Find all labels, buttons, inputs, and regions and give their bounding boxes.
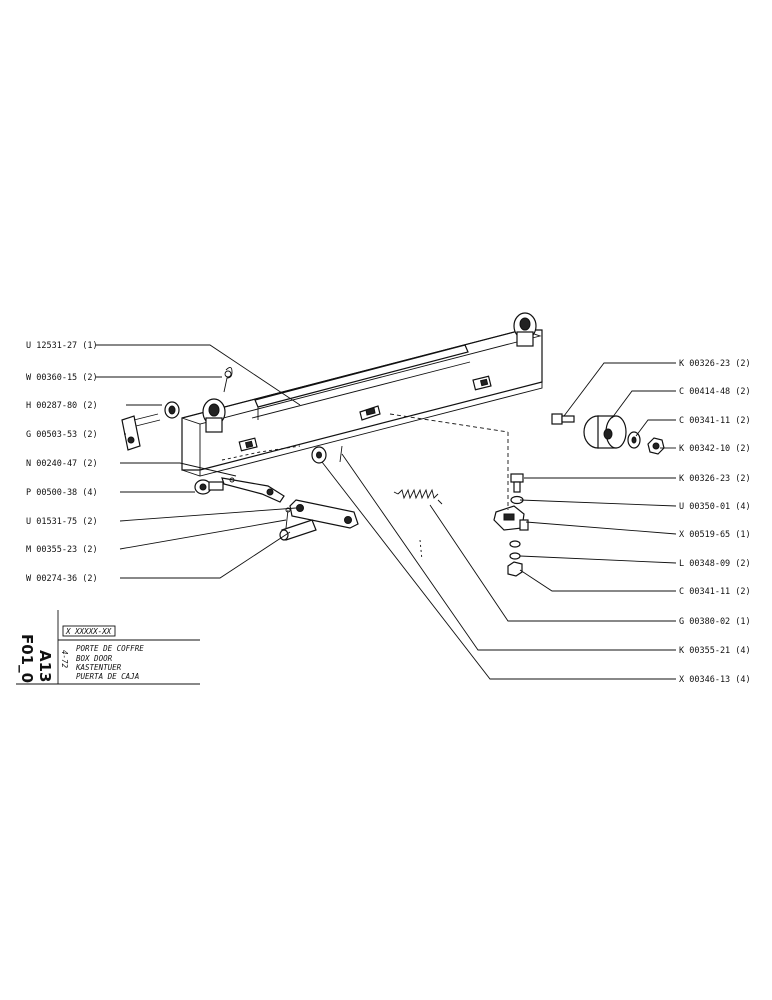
label-c00341-11-a: C 00341-11 (2) <box>679 416 751 426</box>
label-x00346-13: X 00346-13 (4) <box>679 675 751 685</box>
label-w00274-36: W 00274-36 (2) <box>26 574 98 584</box>
label-k00355-21: K 00355-21 (4) <box>679 646 751 656</box>
latch-stack <box>493 473 529 577</box>
label-k00326-23-b: K 00326-23 (2) <box>679 474 751 484</box>
label-m00355-23: M 00355-23 (2) <box>26 545 98 555</box>
hinge-lug-right <box>513 312 537 347</box>
title-es: PUERTA DE CAJA <box>76 672 139 681</box>
label-u12531-27: U 12531-27 (1) <box>26 341 98 351</box>
label-x00519-65: X 00519-65 (1) <box>679 530 751 540</box>
label-k00326-23-a: K 00326-23 (2) <box>679 359 751 369</box>
label-n00240-47: N 00240-47 (2) <box>26 459 98 469</box>
spring-clip-part <box>223 367 233 393</box>
label-g00503-53: G 00503-53 (2) <box>26 430 98 440</box>
label-c00414-48: C 00414-48 (2) <box>679 387 751 397</box>
bushing-part <box>164 401 180 419</box>
title-fr: PORTE DE COFFRE <box>76 644 144 653</box>
left-leader-lines <box>96 344 301 579</box>
long-pin-part <box>279 519 317 541</box>
small-part-code: X XXXXX-XX <box>65 627 112 636</box>
box-door-panel <box>181 312 543 477</box>
assembly-guide-lines <box>221 413 509 561</box>
drawing-date: 4-72 <box>60 650 69 669</box>
label-l00348-09: L 00348-09 (2) <box>679 559 751 569</box>
label-w00360-15: W 00360-15 (2) <box>26 373 98 383</box>
label-h00287-80: H 00287-80 (2) <box>26 401 98 411</box>
hinge-arm-part <box>121 413 161 451</box>
bumper-assembly <box>551 413 665 455</box>
hinge-lug-left <box>202 398 226 433</box>
title-block: A13 F01_0 X XXXXX-XX 4-72 PORTE DE COFFR… <box>16 610 200 685</box>
right-leader-lines <box>321 362 677 680</box>
tension-spring-part <box>393 488 443 505</box>
label-k00342-10: K 00342-10 (2) <box>679 444 751 454</box>
label-g00380-02: G 00380-02 (1) <box>679 617 751 627</box>
cotter-pin-part <box>285 507 291 529</box>
title-en: BOX DOOR <box>76 654 113 663</box>
drawing-code-a13: A13 <box>36 650 54 682</box>
label-c00341-11-b: C 00341-11 (2) <box>679 587 751 597</box>
label-u00350-01: U 00350-01 (4) <box>679 502 751 512</box>
center-washer-part <box>311 445 343 464</box>
link-plate-part <box>289 499 359 529</box>
label-u01531-75: U 01531-75 (2) <box>26 517 98 527</box>
pivot-pin-part <box>194 479 224 495</box>
drawing-code-f01: F01_0 <box>18 634 36 683</box>
latch-lever-part <box>221 477 285 503</box>
label-p00500-38: P 00500-38 (4) <box>26 488 98 498</box>
title-de: KASTENTUER <box>75 663 122 672</box>
